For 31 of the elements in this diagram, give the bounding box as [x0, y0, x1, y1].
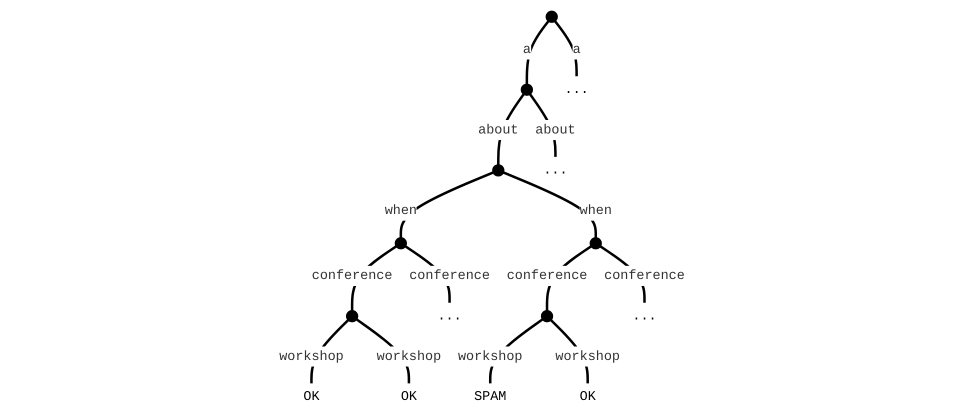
node-text: OK: [580, 389, 596, 404]
node-text: OK: [303, 389, 320, 404]
node-text: ...: [632, 308, 657, 324]
connector: [554, 20, 578, 76]
edge-label: about: [535, 122, 576, 138]
node-circle: [546, 10, 558, 23]
node-text: ...: [543, 162, 568, 178]
node-circle: [394, 237, 407, 250]
edge-label: when: [580, 203, 612, 218]
connector: [526, 20, 550, 84]
node-text: ...: [564, 82, 589, 98]
edge-label: workshop: [458, 348, 522, 364]
node-text: ...: [437, 308, 462, 324]
node-circle: [540, 310, 554, 322]
edge-label: conference: [312, 268, 392, 284]
edge-label: conference: [604, 268, 685, 284]
node-text: OK: [400, 389, 417, 404]
edge-label: workshop: [376, 348, 442, 364]
node-circle: [492, 164, 504, 176]
edge-label: a: [522, 42, 531, 57]
edge-label: conference: [506, 268, 588, 284]
edge-label: about: [478, 122, 518, 138]
edge-label: workshop: [279, 348, 344, 364]
edge-label: conference: [409, 268, 490, 284]
node-text: SPAM: [474, 389, 506, 404]
edge-label: when: [384, 203, 417, 218]
edge-label: workshop: [555, 348, 620, 364]
node-circle: [590, 237, 602, 250]
node-circle: [520, 84, 533, 96]
edge-label: a: [572, 42, 581, 57]
node-circle: [346, 310, 358, 322]
